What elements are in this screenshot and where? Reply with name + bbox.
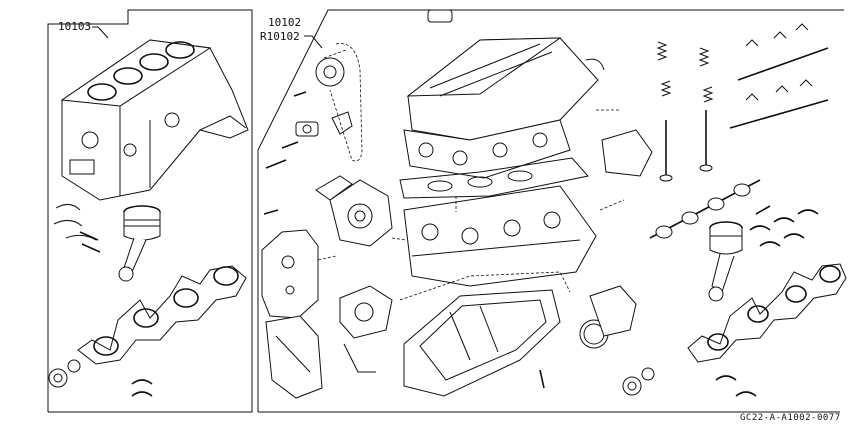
oil-pan-icon: [403, 289, 561, 397]
part-number-short-block: 10103: [58, 20, 91, 33]
bolt-icon: [263, 91, 307, 215]
leader-line-short-block: [92, 26, 109, 39]
part-number-full-engine-alt: R10102: [260, 30, 300, 43]
crankshaft-icon: [77, 265, 247, 365]
timing-cover-icon: [261, 229, 319, 319]
cylinder-head-icon: [403, 9, 599, 179]
main-bearing-icon: [131, 379, 153, 397]
valve-icon: [659, 110, 713, 182]
piston-ring-icon: [53, 204, 97, 241]
part-number-full-engine: 10102: [268, 16, 301, 29]
assembly-leader-lines: [317, 109, 625, 261]
crankshaft-sprocket-icon-assembly: [622, 367, 655, 396]
valve-spring-icon: [656, 41, 714, 103]
rocker-shaft-icon: [729, 23, 829, 129]
timing-chain-icon: [315, 43, 363, 162]
front-cover-icon: [265, 315, 323, 399]
piston-icon: [118, 205, 161, 282]
piston-icon-assembly: [708, 221, 743, 302]
crankshaft-sprocket-icon: [48, 359, 81, 388]
oil-pump-icon: [339, 285, 393, 373]
oil-pan-gasket-icon: [399, 271, 571, 301]
water-pump-icon: [315, 175, 393, 247]
chain-tensioner-icon: [295, 111, 353, 137]
rocker-cover-gasket-icon: [585, 58, 653, 177]
camshaft-icon: [649, 179, 771, 239]
engine-block-icon: [60, 39, 249, 201]
crankshaft-icon-assembly: [687, 263, 847, 363]
full-engine-panel-border: [257, 9, 844, 413]
leader-line-full-engine: [304, 35, 323, 49]
short-block-panel-border: [47, 9, 253, 413]
thrust-bearing-icon: [715, 375, 757, 397]
oil-seal-icon: [579, 285, 637, 349]
cylinder-block-icon: [403, 185, 597, 287]
main-bearing-set-icon: [749, 209, 819, 247]
connecting-rod-bolt-icon: [79, 231, 101, 253]
head-gasket-icon: [399, 157, 589, 199]
drawing-reference-code: GC22-A-A1002-0077: [740, 413, 841, 423]
